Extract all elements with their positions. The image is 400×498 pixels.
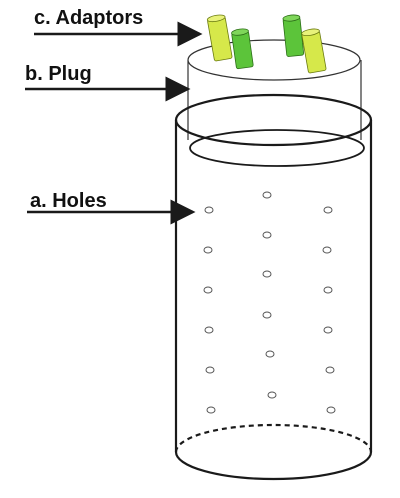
adaptors bbox=[206, 14, 327, 74]
label-holes-group: a. Holes bbox=[27, 190, 196, 225]
hole bbox=[206, 406, 216, 414]
adaptor-tube-2 bbox=[231, 28, 254, 70]
hole bbox=[262, 270, 272, 278]
vessel-inner-rim bbox=[189, 129, 365, 167]
vessel-bottom-front bbox=[174, 451, 373, 481]
hole bbox=[267, 391, 277, 399]
vessel bbox=[174, 93, 373, 481]
hole bbox=[204, 206, 214, 214]
hole bbox=[323, 326, 333, 334]
hole bbox=[262, 311, 272, 319]
vessel-rim bbox=[174, 93, 373, 147]
holes bbox=[203, 191, 336, 414]
hole bbox=[323, 286, 333, 294]
hole bbox=[265, 350, 275, 358]
hole bbox=[203, 246, 213, 254]
label-adaptors: c. Adaptors bbox=[34, 7, 143, 29]
label-holes: a. Holes bbox=[30, 190, 107, 212]
adaptor-tube-3 bbox=[282, 14, 305, 57]
hole bbox=[262, 191, 272, 199]
hole bbox=[204, 326, 214, 334]
hole bbox=[326, 406, 336, 414]
adaptor-tube-4 bbox=[301, 28, 327, 74]
hole bbox=[323, 206, 333, 214]
hole bbox=[205, 366, 215, 374]
hole bbox=[203, 286, 213, 294]
label-adaptors-group: c. Adaptors bbox=[34, 7, 203, 47]
label-plug: b. Plug bbox=[25, 63, 92, 85]
hole bbox=[325, 366, 335, 374]
hole bbox=[262, 231, 272, 239]
vessel-bottom-back bbox=[174, 423, 373, 453]
adaptor-tube-1 bbox=[206, 14, 233, 62]
label-plug-group: b. Plug bbox=[25, 63, 191, 102]
hole bbox=[322, 246, 332, 254]
